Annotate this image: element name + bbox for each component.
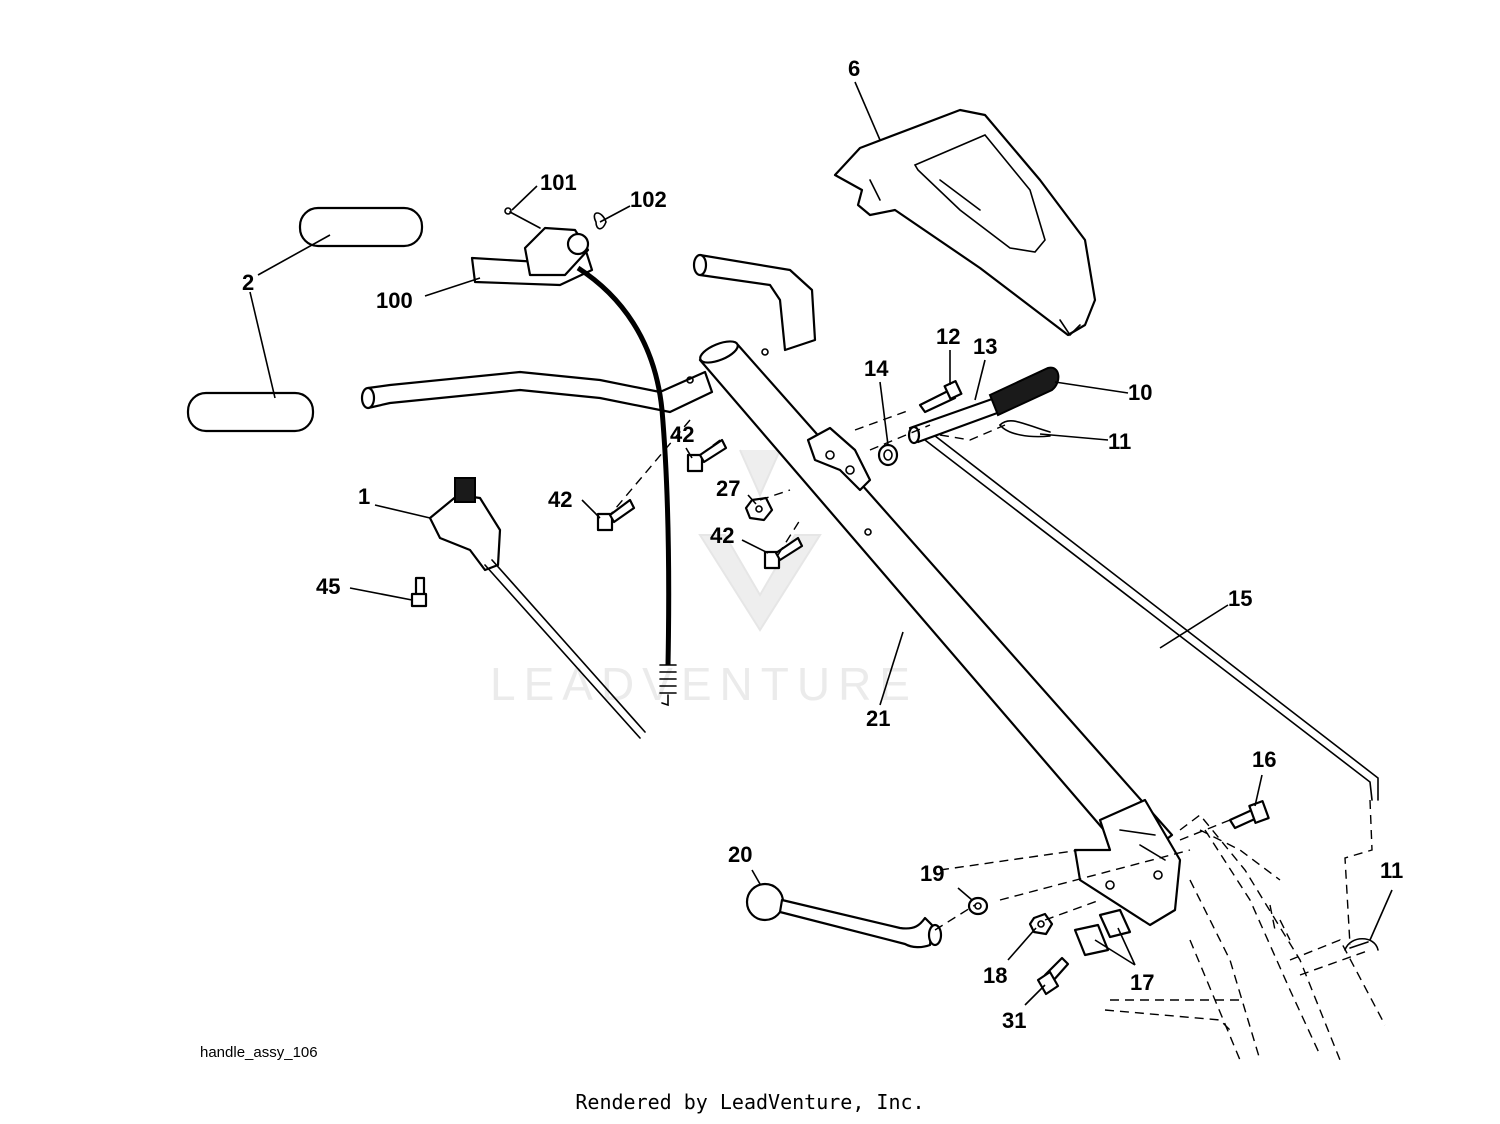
callout-18: 18 (983, 963, 1007, 988)
nut-27[interactable] (744, 496, 774, 522)
spacer-14[interactable] (877, 443, 899, 467)
watermark-brand-text: LEADVENTURE (490, 658, 918, 710)
callout-1: 1 (358, 484, 370, 509)
handle-tube[interactable] (697, 337, 1182, 927)
screw-42-a[interactable] (686, 438, 728, 473)
leader-lines (249, 81, 1393, 1006)
control-cable (576, 265, 677, 707)
handlebar-lower[interactable] (360, 370, 714, 414)
callout-21: 21 (866, 706, 890, 731)
callout-102: 102 (630, 187, 667, 212)
control-bracket[interactable] (806, 426, 872, 492)
washer-19[interactable] (967, 896, 989, 916)
bolt-12[interactable] (918, 380, 963, 414)
console-cover[interactable] (833, 108, 1097, 337)
callout-19: 19 (920, 861, 944, 886)
callout-12: 12 (936, 324, 960, 349)
hairpin-clip-upper[interactable] (999, 420, 1051, 438)
shift-rod[interactable] (924, 431, 1379, 801)
figure-id: handle_assy_106 (200, 1044, 318, 1061)
screw-42-c[interactable] (763, 536, 804, 570)
callout-101: 101 (540, 170, 577, 195)
callout-45: 45 (316, 574, 340, 599)
handlebar-upper[interactable] (692, 253, 817, 356)
screw-45[interactable] (410, 576, 428, 608)
screw-42-b[interactable] (596, 498, 636, 532)
callout-42-c: 42 (710, 523, 734, 548)
callout-42-b: 42 (548, 487, 572, 512)
control-lever[interactable] (470, 226, 594, 287)
height-adjust-lever[interactable] (745, 882, 943, 949)
shift-knob[interactable] (988, 366, 1060, 417)
callout-11-upper: 11 (1108, 429, 1131, 454)
handle-grip-lower[interactable] (186, 391, 315, 433)
bolt-31[interactable] (1036, 956, 1070, 996)
callout-27: 27 (716, 476, 740, 501)
throttle-bracket[interactable] (428, 477, 646, 739)
hairpin-clip-lower[interactable] (1344, 937, 1379, 951)
callout-42-a: 42 (670, 422, 694, 447)
callout-13: 13 (973, 334, 997, 359)
callout-17: 17 (1130, 970, 1154, 995)
lever-clip[interactable] (593, 212, 607, 230)
callout-100: 100 (376, 288, 413, 313)
tiller-frame-hidden (1104, 814, 1386, 1061)
callout-31: 31 (1002, 1008, 1026, 1033)
bolt-16[interactable] (1228, 800, 1270, 830)
pads-17[interactable] (1073, 908, 1132, 957)
assembly-lines (609, 409, 1373, 946)
callout-6: 6 (848, 56, 860, 81)
callout-15: 15 (1228, 586, 1252, 611)
callouts: 1 2 6 10 11 11 12 13 14 15 16 17 18 19 2… (242, 56, 1403, 1033)
handle-grip-upper[interactable] (298, 206, 424, 248)
callout-20: 20 (728, 842, 752, 867)
callout-16: 16 (1252, 747, 1276, 772)
callout-11-lower: 11 (1380, 858, 1403, 883)
callout-10: 10 (1128, 380, 1152, 405)
callout-14: 14 (864, 356, 889, 381)
callout-2: 2 (242, 270, 254, 295)
lever-pin[interactable] (504, 207, 541, 229)
rendered-by-footer: Rendered by LeadVenture, Inc. (575, 1090, 925, 1114)
